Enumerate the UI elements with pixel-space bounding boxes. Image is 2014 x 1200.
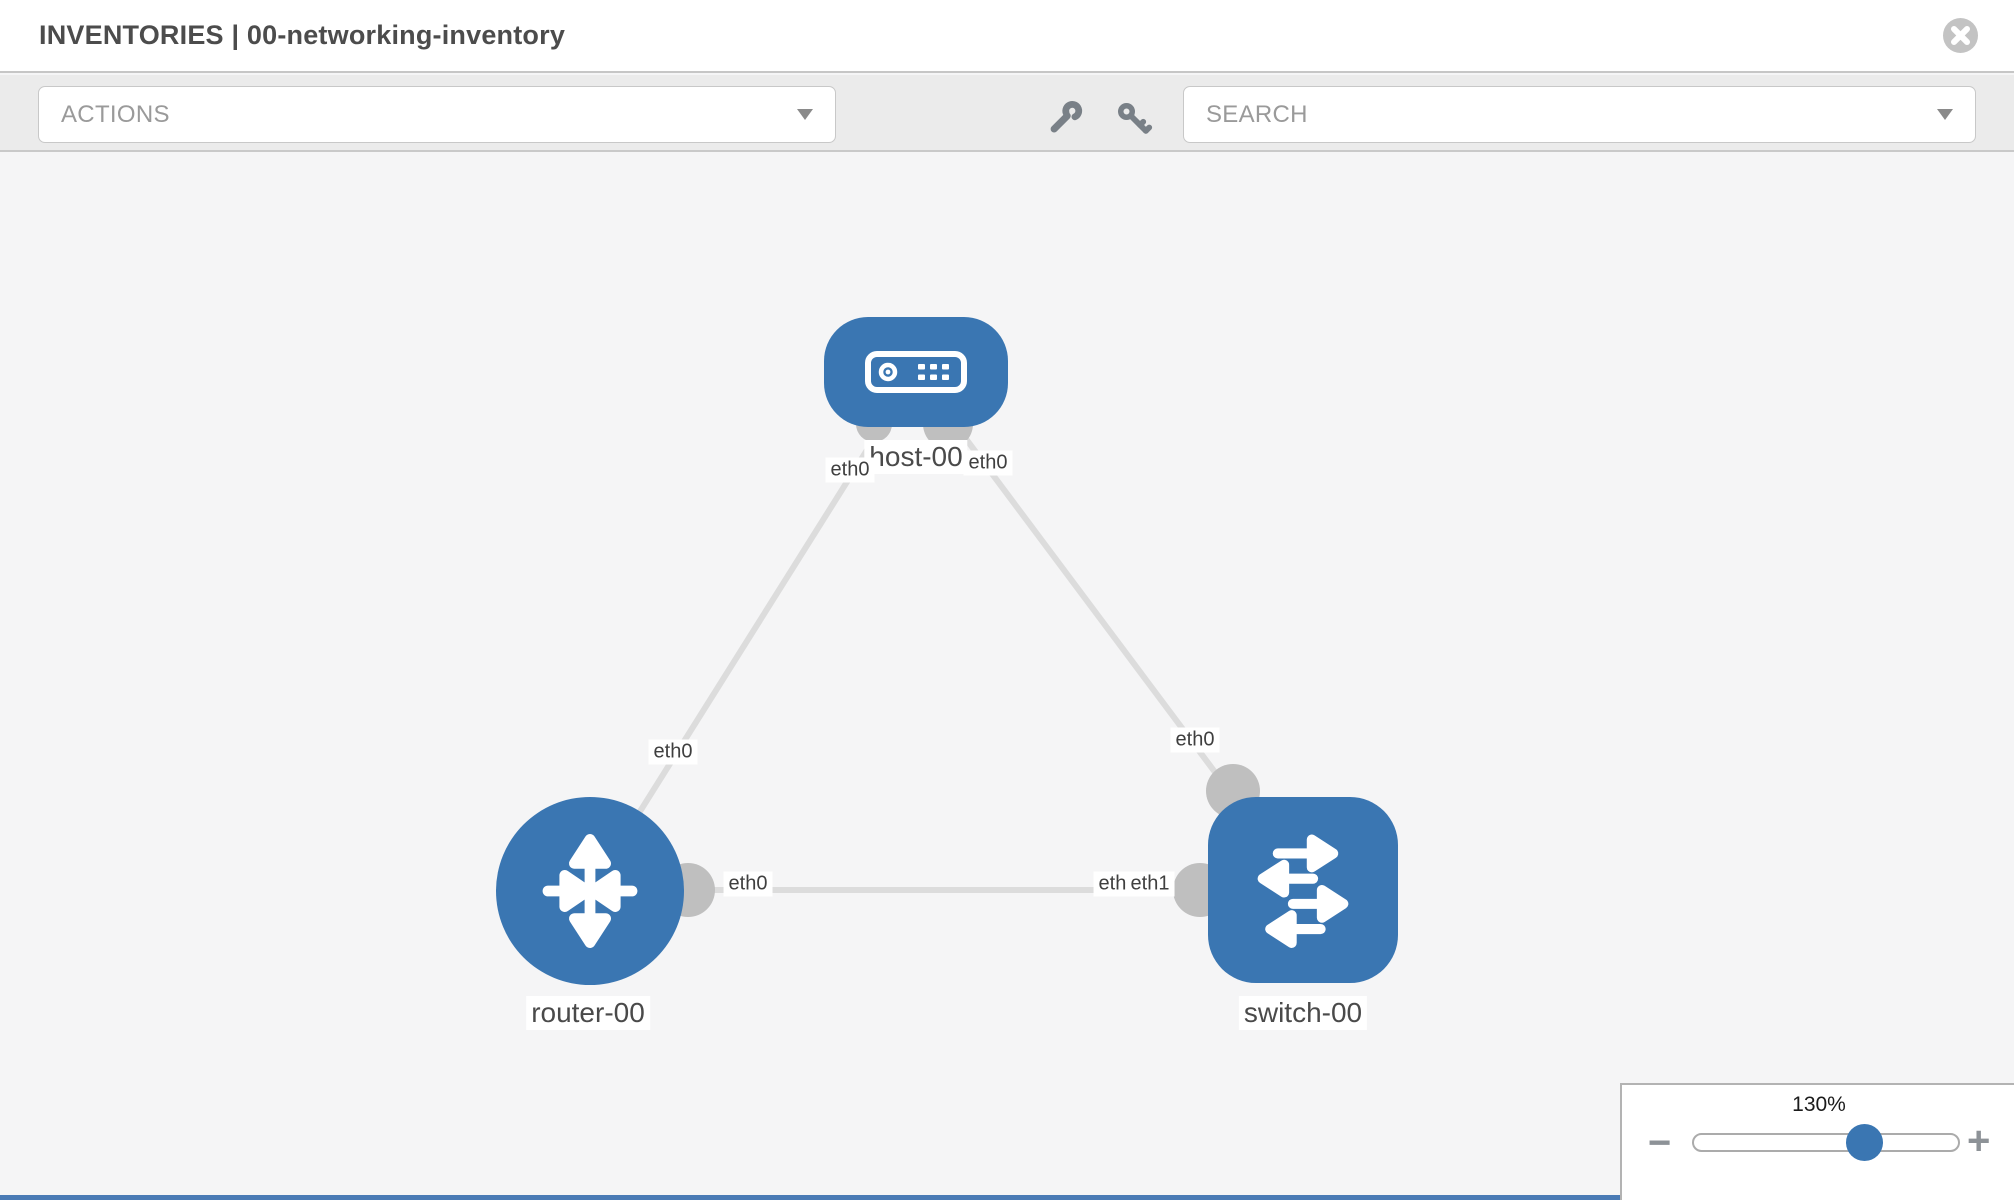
- host-device-icon: [865, 351, 967, 393]
- zoom-out-button[interactable]: −: [1648, 1121, 1672, 1165]
- interface-label-eth0: eth0: [1170, 727, 1220, 753]
- interface-label-eth0: eth0: [963, 450, 1013, 476]
- zoom-value: 130%: [1792, 1093, 1846, 1116]
- zoom-in-button[interactable]: +: [1967, 1119, 1991, 1163]
- interface-label-eth1: eth1: [1125, 871, 1175, 897]
- zoom-slider-thumb[interactable]: [1846, 1124, 1884, 1161]
- credentials-button[interactable]: [1114, 99, 1154, 139]
- search-dropdown[interactable]: SEARCH: [1183, 86, 1976, 143]
- close-button[interactable]: [1942, 17, 1979, 54]
- interface-label-eth0: eth0: [723, 871, 773, 897]
- key-icon: [1118, 103, 1153, 134]
- topology-canvas[interactable]: host-00 router-00 switch-00 eth0 eth0 eth0 e…: [0, 152, 2014, 1200]
- search-dropdown-label: SEARCH: [1206, 100, 1308, 128]
- actions-dropdown-label: ACTIONS: [61, 100, 170, 128]
- router-device-icon: [542, 834, 638, 948]
- node-label-router-00: router-00: [526, 996, 650, 1030]
- close-icon: [1943, 18, 1978, 53]
- toolbar: ACTIONS SEARCH: [0, 75, 2014, 152]
- header: INVENTORIES | 00-networking-inventory: [0, 0, 2014, 73]
- node-host-00[interactable]: [824, 317, 1008, 427]
- interface-label-eth0: eth0: [825, 457, 875, 483]
- node-switch-00[interactable]: [1208, 797, 1398, 983]
- node-label-switch-00: switch-00: [1238, 996, 1368, 1030]
- wrench-icon: [1050, 101, 1083, 133]
- page-title: INVENTORIES | 00-networking-inventory: [39, 20, 566, 50]
- switch-device-icon: [1257, 834, 1349, 948]
- zoom-panel: 130% − +: [1620, 1083, 2014, 1200]
- chevron-down-icon: [797, 109, 813, 120]
- node-router-00[interactable]: [496, 797, 684, 985]
- configure-button[interactable]: [1046, 99, 1086, 139]
- bottom-panel-edge: [0, 1195, 1620, 1200]
- node-label-host-00: host-00: [864, 440, 968, 474]
- chevron-down-icon: [1937, 109, 1953, 120]
- actions-dropdown[interactable]: ACTIONS: [38, 86, 836, 143]
- interface-label-eth0: eth0: [648, 739, 698, 765]
- zoom-slider-track[interactable]: [1692, 1133, 1960, 1152]
